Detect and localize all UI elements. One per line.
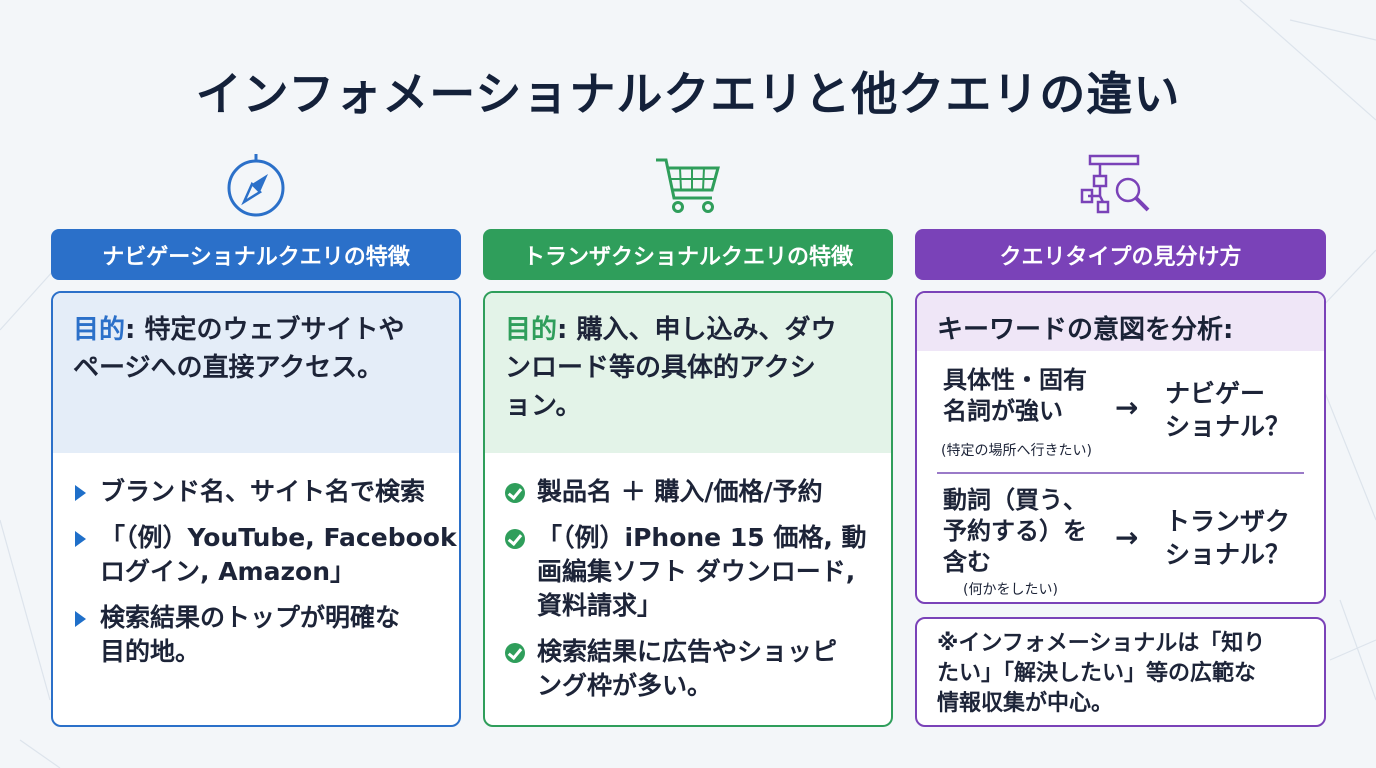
purpose-line: : 購入、申し込み、ダウ: [557, 315, 837, 345]
rule-condition: 具体性・固有 名詞が強い: [943, 365, 1087, 427]
rule-condition-line: 含む: [943, 548, 991, 576]
rule-condition-line: 名詞が強い: [943, 397, 1063, 425]
list-item-text: 検索結果に広告やショッピ: [537, 637, 838, 666]
list-item: 「（例）YouTube, Facebook ログイン, Amazon」: [75, 521, 459, 589]
footnote-line: ※インフォメーショナルは「知り: [937, 631, 1266, 656]
list-item-text: ログイン, Amazon」: [100, 557, 355, 586]
list-item-text: 目的地。: [100, 637, 201, 666]
triangle-bullet-icon: [75, 611, 86, 627]
navigational-list: ブランド名、サイト名で検索 「（例）YouTube, Facebook ログイン…: [53, 475, 459, 681]
navigational-card: 目的: 特定のウェブサイトや ページへの直接アクセス。 ブランド名、サイト名で検…: [51, 291, 461, 727]
query-type-header: クエリタイプの見分け方: [915, 229, 1326, 280]
rule-note: (特定の場所へ行きたい): [941, 443, 1092, 459]
purpose-line: ョン。: [505, 391, 582, 421]
rule-result-line: ナビゲー: [1165, 379, 1266, 408]
list-item-text: 「（例）YouTube, Facebook: [100, 523, 457, 552]
query-type-card: キーワードの意図を分析: 具体性・固有 名詞が強い → ナビゲー ショナル？ (…: [915, 291, 1326, 604]
rule-condition-line: 具体性・固有: [943, 366, 1087, 394]
right-arrow-icon: →: [1115, 521, 1139, 554]
rule-result-line: ショナル？: [1165, 412, 1291, 441]
purpose-line: : 特定のウェブサイトや: [125, 315, 405, 345]
rule-result-line: ショナル？: [1165, 540, 1291, 569]
list-item-text: 「（例）iPhone 15 価格, 動: [537, 523, 867, 552]
check-circle-icon: [505, 483, 525, 503]
page-title: インフォメーショナルクエリと他クエリの違い: [195, 67, 1181, 121]
list-item-text: 資料請求」: [537, 591, 663, 620]
transactional-header: トランザクショナルクエリの特徴: [483, 229, 893, 280]
rule-condition-line: 動詞（買う、: [943, 486, 1087, 514]
transactional-card: 目的: 購入、申し込み、ダウ ンロード等の具体的アクシ ョン。 製品名 ＋ 購入…: [483, 291, 893, 727]
list-item: ブランド名、サイト名で検索: [75, 475, 459, 509]
purpose-line: ンロード等の具体的アクシ: [505, 353, 816, 383]
check-circle-icon: [505, 529, 525, 549]
list-item-text: ング枠が多い。: [537, 671, 713, 700]
rule-note: (何かをしたい): [963, 582, 1058, 598]
check-circle-icon: [505, 643, 525, 663]
list-item-text: 検索結果のトップが明確な: [100, 603, 401, 632]
triangle-bullet-icon: [75, 531, 86, 547]
purpose-key: 目的: [505, 315, 558, 345]
rule-result: トランザク ショナル？: [1165, 505, 1290, 571]
divider: [937, 472, 1304, 474]
list-item: 製品名 ＋ 購入/価格/予約: [505, 475, 891, 509]
rule-result-line: トランザク: [1165, 507, 1291, 536]
transactional-list: 製品名 ＋ 購入/価格/予約 「（例）iPhone 15 価格, 動 画編集ソフ…: [485, 475, 891, 715]
purpose-panel: [53, 293, 459, 453]
right-arrow-icon: →: [1115, 391, 1139, 424]
compass-icon: [216, 152, 296, 222]
shopping-cart-icon: [648, 152, 728, 222]
list-item-text: ブランド名、サイト名で検索: [100, 477, 426, 506]
list-item-text: 製品名 ＋ 購入/価格/予約: [537, 477, 823, 506]
footnote-box: ※インフォメーショナルは「知り たい」「解決したい」等の広範な 情報収集が中心。: [915, 617, 1326, 727]
flowchart-search-icon: [1080, 152, 1160, 222]
list-item-text: 画編集ソフト ダウンロード,: [537, 557, 856, 586]
purpose-key: 目的: [73, 315, 126, 345]
list-item: 「（例）iPhone 15 価格, 動 画編集ソフト ダウンロード, 資料請求」: [505, 521, 891, 623]
rule-result: ナビゲー ショナル？: [1165, 377, 1290, 443]
purpose-text: 目的: 特定のウェブサイトや ページへの直接アクセス。: [53, 293, 459, 387]
heading-panel: [917, 293, 1324, 351]
purpose-line: ページへの直接アクセス。: [73, 353, 384, 383]
purpose-text: 目的: 購入、申し込み、ダウ ンロード等の具体的アクシ ョン。: [485, 293, 891, 425]
footnote-line: たい」「解決したい」等の広範な: [937, 661, 1257, 686]
rule-condition-line: 予約する）を: [943, 517, 1087, 545]
footnote-line: 情報収集が中心。: [937, 691, 1114, 716]
list-item: 検索結果のトップが明確な 目的地。: [75, 601, 459, 669]
list-item: 検索結果に広告やショッピ ング枠が多い。: [505, 635, 891, 703]
triangle-bullet-icon: [75, 485, 86, 501]
navigational-header: ナビゲーショナルクエリの特徴: [51, 229, 461, 280]
purpose-panel: [485, 293, 891, 453]
footnote-text: ※インフォメーショナルは「知り たい」「解決したい」等の広範な 情報収集が中心。: [937, 629, 1304, 719]
rule-condition: 動詞（買う、 予約する）を 含む: [943, 485, 1087, 578]
analysis-heading: キーワードの意図を分析:: [937, 315, 1234, 345]
